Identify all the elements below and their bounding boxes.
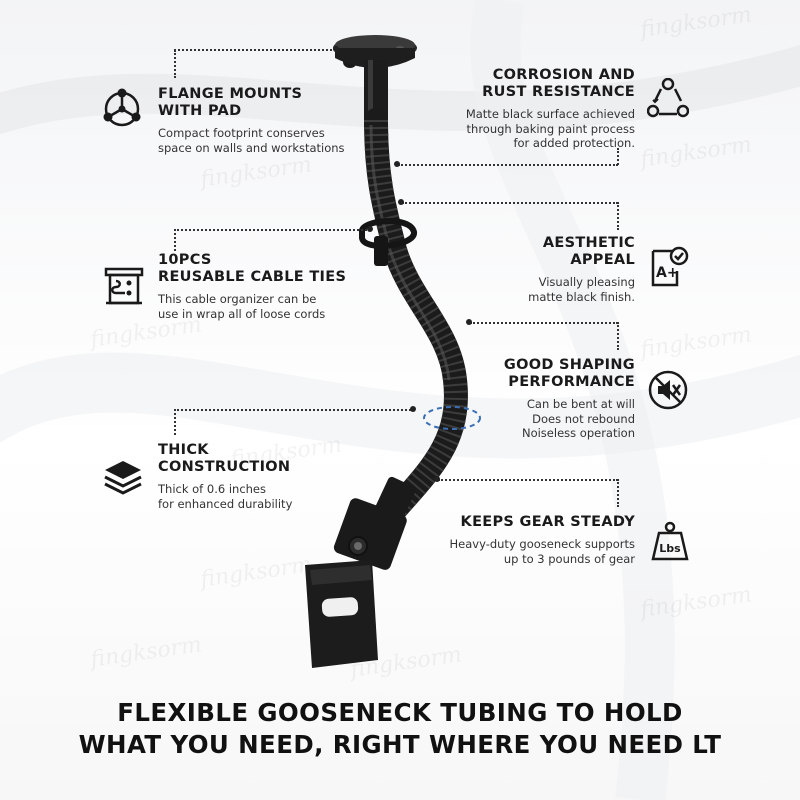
layers-icon <box>102 457 144 499</box>
cycle-icon <box>646 77 690 120</box>
feature-title: THICK <box>158 442 209 458</box>
connector-line <box>402 202 618 204</box>
feature-description-line: for added protection. <box>513 136 635 150</box>
feature-title: WITH PAD <box>158 103 242 119</box>
feature-description: Heavy-duty gooseneck supports up to 3 po… <box>405 537 635 566</box>
feature-title: RUST RESISTANCE <box>482 84 635 100</box>
cable-organizer-icon <box>103 265 145 307</box>
connector-line <box>174 229 176 251</box>
headline: FLEXIBLE GOOSENECK TUBING TO HOLD WHAT Y… <box>0 697 800 761</box>
feature-description: Thick of 0.6 inches for enhanced durabil… <box>158 482 388 511</box>
feature-description-line: Can be bent at will <box>526 397 635 411</box>
feature-cable-ties: 10PCS REUSABLE CABLE TIES This cable org… <box>158 252 388 321</box>
feature-description-line: This cable organizer can be <box>158 292 317 306</box>
connector-dot <box>410 406 416 412</box>
weight-text: Lbs <box>659 542 681 555</box>
connector-dot <box>434 476 440 482</box>
feature-description: Compact footprint conserves space on wal… <box>158 126 388 155</box>
feature-description-line: use in wrap all of loose cords <box>158 306 326 321</box>
connector-dot <box>394 161 400 167</box>
feature-flange-mounts: FLANGE MOUNTS WITH PAD Compact footprint… <box>158 86 388 155</box>
connector-line <box>617 202 619 230</box>
feature-description: Can be bent at will Does not rebound Noi… <box>435 397 635 441</box>
mute-icon <box>647 369 689 411</box>
feature-title: REUSABLE CABLE TIES <box>158 269 347 285</box>
feature-title: 10PCS <box>158 252 212 268</box>
feature-description-line: Noiseless operation <box>521 426 635 440</box>
connector-line <box>174 50 176 78</box>
feature-title: APPEAL <box>570 252 635 268</box>
feature-keeps-gear-steady: KEEPS GEAR STEADY Heavy-duty gooseneck s… <box>405 514 635 566</box>
feature-description-line: for enhanced durability <box>158 496 293 511</box>
feature-description-line: Matte black surface achieved <box>465 107 635 121</box>
feature-description: Matte black surface achieved through bak… <box>405 107 635 151</box>
feature-description-line: Does not rebound <box>532 411 635 426</box>
feature-title: CORROSION AND <box>492 67 635 83</box>
headline-line: WHAT YOU NEED, RIGHT WHERE YOU NEED LT <box>78 730 722 759</box>
feature-title: FLANGE MOUNTS <box>158 86 303 102</box>
feature-title: KEEPS GEAR STEADY <box>460 514 635 530</box>
connector-line <box>174 229 370 231</box>
feature-description-line: up to 3 pounds of gear <box>503 551 635 566</box>
feature-description-line: Heavy-duty gooseneck supports <box>449 537 635 551</box>
connector-line <box>617 148 619 165</box>
connector-line <box>174 409 176 435</box>
connector-line <box>174 49 336 51</box>
feature-aesthetic-appeal: AESTHETIC APPEAL Visually pleasing matte… <box>435 235 635 304</box>
feature-shaping-performance: GOOD SHAPING PERFORMANCE Can be bent at … <box>435 357 635 441</box>
feature-description-line: matte black finish. <box>528 289 635 304</box>
feature-description: Visually pleasing matte black finish. <box>435 275 635 304</box>
grade-check-icon: A+ <box>647 245 689 287</box>
feature-title: AESTHETIC <box>542 235 635 251</box>
feature-corrosion-resistance: CORROSION AND RUST RESISTANCE Matte blac… <box>405 67 635 151</box>
feature-title: CONSTRUCTION <box>158 459 291 475</box>
connector-line <box>174 409 414 411</box>
weight-icon: Lbs <box>649 521 691 563</box>
feature-description-line: through baking paint process <box>466 121 635 136</box>
grade-text: A+ <box>656 265 679 281</box>
connector-line <box>438 479 618 481</box>
feature-thick-construction: THICK CONSTRUCTION Thick of 0.6 inches f… <box>158 442 388 511</box>
feature-description-line: Visually pleasing <box>538 275 635 289</box>
connector-line <box>617 479 619 507</box>
feature-description: This cable organizer can be use in wrap … <box>158 292 388 321</box>
feature-description-line: Thick of 0.6 inches <box>158 482 266 496</box>
connector-line <box>617 322 619 350</box>
headline-line: FLEXIBLE GOOSENECK TUBING TO HOLD <box>117 698 683 727</box>
connector-dot <box>367 226 373 232</box>
connector-line <box>398 164 618 166</box>
feature-description-line: Compact footprint conserves <box>158 126 325 140</box>
feature-title: PERFORMANCE <box>508 374 635 390</box>
connector-dot <box>333 46 339 52</box>
feature-title: GOOD SHAPING <box>503 357 635 373</box>
molecule-icon <box>101 88 143 130</box>
connector-dot <box>466 319 472 325</box>
connector-dot <box>398 199 404 205</box>
connector-line <box>470 322 618 324</box>
feature-description-line: space on walls and workstations <box>158 140 345 155</box>
